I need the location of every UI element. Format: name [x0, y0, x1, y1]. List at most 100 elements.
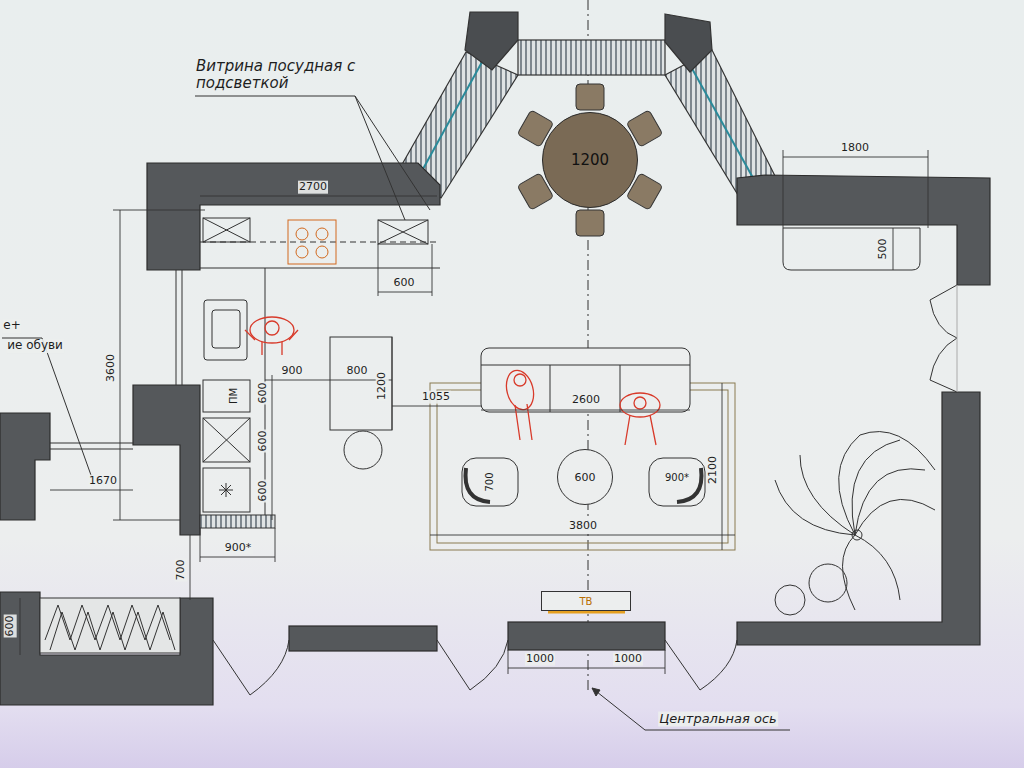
spiral-staircase-part — [860, 432, 935, 470]
node-text: 1200 — [571, 151, 609, 169]
doors-part — [665, 640, 700, 690]
spiral-staircase-part — [852, 530, 862, 540]
bay-window-part — [665, 50, 776, 195]
dining-table: 1200 — [542, 112, 638, 208]
dimension-lines-part — [200, 528, 201, 562]
dimension-text: 2600 — [571, 394, 601, 407]
kitchen-part — [203, 380, 250, 412]
wall-thin-lines-part — [182, 270, 183, 385]
people-figures-part — [265, 321, 279, 335]
wall-thin-lines-part — [50, 443, 133, 444]
coffee-table: 600 — [557, 449, 613, 505]
node-text: ТВ — [580, 596, 593, 607]
doors-part — [250, 640, 289, 695]
bay-window-part — [518, 40, 665, 75]
doors-part — [213, 640, 250, 695]
kitchen-part — [316, 246, 328, 258]
leader-lines-part — [592, 688, 790, 730]
kitchen-part — [288, 220, 336, 264]
doors-part — [470, 640, 508, 690]
wall-thin-lines-part — [50, 449, 133, 450]
dimension-lines-part — [50, 490, 133, 491]
people-figures-part — [620, 393, 660, 417]
spiral-staircase-part — [855, 499, 935, 535]
dimension-text: 3600 — [105, 353, 118, 383]
dining-chairs-part — [576, 210, 604, 236]
dimension-lines-part — [378, 292, 432, 293]
doors — [213, 285, 957, 695]
leader-lines-part — [592, 688, 600, 696]
spiral-staircase-part — [839, 435, 860, 535]
dining-chairs — [517, 84, 663, 236]
dimension-lines-part — [190, 535, 191, 600]
doors-part — [930, 285, 957, 300]
walls-part — [0, 592, 213, 705]
dimension-text: ПМ — [228, 387, 240, 405]
spiral-staircase-part — [775, 480, 855, 535]
walls-part — [133, 385, 200, 535]
dimension-text: ие обуви — [6, 339, 64, 353]
dimension-text: 1800 — [840, 142, 870, 155]
dimension-lines-part — [200, 196, 437, 197]
callout-text: Витрина посудная с подсветкой — [195, 58, 372, 93]
dimension-text: 3800 — [568, 520, 598, 533]
dimension-text: 700 — [484, 471, 496, 492]
wall-thin-lines-part — [45, 605, 170, 640]
bay-window-part — [665, 14, 712, 72]
dimension-text: 500 — [877, 238, 890, 261]
dimension-lines-part — [392, 337, 393, 430]
doors-part — [930, 338, 957, 380]
kitchen-part — [203, 418, 250, 462]
leader-lines-part — [355, 96, 430, 210]
leader-lines-part — [195, 96, 405, 220]
spiral-staircase — [775, 432, 935, 615]
doors-part — [930, 380, 957, 392]
dimension-lines-part — [378, 244, 379, 296]
dimension-text: 600 — [257, 430, 270, 453]
wall-thin-lines-part — [176, 270, 177, 385]
kitchen-part — [203, 218, 250, 242]
living-furniture-part — [437, 390, 728, 543]
walls-part — [289, 626, 437, 651]
kitchen-part — [204, 300, 247, 360]
leader-lines-part — [2, 338, 92, 478]
kitchen-part — [212, 310, 240, 348]
dimension-lines-part — [120, 210, 121, 520]
dimension-text: 600 — [257, 480, 270, 503]
dimension-lines-part — [508, 650, 509, 674]
dimension-text: 600 — [4, 615, 17, 638]
bay-window-part — [465, 12, 518, 70]
walls — [0, 163, 990, 705]
wall-thin-lines-part — [50, 612, 175, 650]
dimension-text: 1000 — [613, 653, 643, 666]
walls-part — [737, 175, 990, 285]
dimension-text: 1000 — [525, 653, 555, 666]
kitchen-part — [203, 418, 250, 462]
living-furniture — [430, 348, 735, 550]
people-figures-part — [250, 317, 294, 343]
dimension-text: 900* — [664, 472, 690, 484]
dimension-text: 2100 — [707, 455, 720, 485]
dimension-lines-part — [432, 244, 433, 296]
axis-callout: Центральная ось — [658, 712, 778, 727]
walls-part — [737, 392, 980, 645]
dimension-lines-part — [113, 210, 205, 211]
dimension-text: 1055 — [421, 391, 451, 404]
spiral-staircase-part — [800, 455, 855, 535]
tv-unit: ТВ — [541, 591, 631, 611]
living-furniture-part — [550, 365, 551, 412]
dimension-lines-part — [508, 668, 665, 669]
people-figures-part — [245, 330, 298, 355]
dimension-lines-part — [783, 157, 928, 158]
spiral-staircase-part — [852, 440, 900, 535]
spiral-staircase-part — [855, 469, 925, 535]
dimension-lines-part — [430, 535, 735, 536]
kitchen-part — [330, 337, 392, 430]
doors-part — [957, 285, 958, 392]
dimension-text: 600 — [257, 382, 270, 405]
kitchen-part — [296, 228, 308, 240]
kitchen-part — [221, 485, 231, 495]
kitchen-part — [203, 218, 250, 242]
